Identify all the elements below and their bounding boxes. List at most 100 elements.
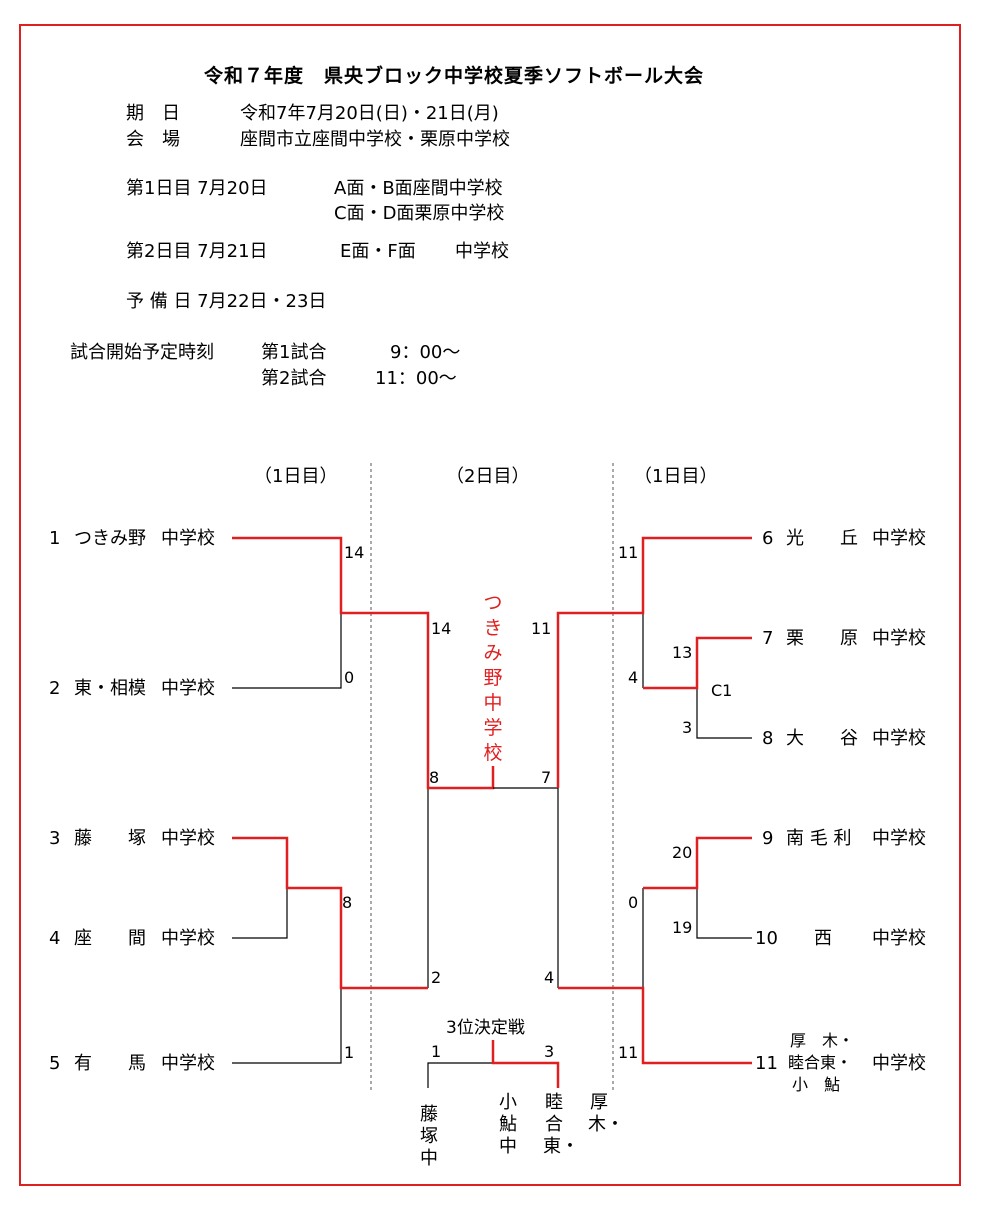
team-5-no: 5 (49, 1053, 61, 1074)
team-8-suffix: 中学校 (872, 728, 926, 749)
score-left-final: 8 (429, 768, 440, 787)
column-left-day1: （1日目） (254, 466, 338, 487)
start-time-label: 試合開始予定時刻 (70, 342, 214, 363)
score-right-team7: 13 (672, 643, 693, 662)
line-team5 (232, 988, 342, 1064)
score-right-r2-lower: 4 (628, 668, 639, 687)
score-right-team6: 11 (618, 543, 639, 562)
champion-name: つきみ野中学校 (483, 592, 503, 764)
score-right-team10: 19 (672, 918, 693, 937)
team-2-name: 東・相模 (74, 678, 146, 699)
game2-time: 11：00～ (375, 368, 457, 389)
team-11-name-2: 睦合東・ (788, 1053, 853, 1072)
third-place-team-mutsuaihigashi: 睦合東・ (543, 1092, 579, 1157)
path-team1 (232, 536, 495, 790)
score-left-r1-team2: 0 (344, 668, 355, 687)
score-right-r2-team9: 0 (628, 893, 639, 912)
column-right-day1: （1日目） (634, 466, 718, 487)
score-left-semi-top: 14 (431, 619, 452, 638)
right-lines (493, 613, 752, 988)
team-10-suffix: 中学校 (872, 928, 926, 949)
third-place-team-koayu: 小鮎中 (499, 1092, 517, 1157)
score-left-r2-team5: 1 (344, 1043, 355, 1062)
line-team2 (232, 613, 342, 689)
team-2-suffix: 中学校 (161, 678, 215, 699)
date-label: 期 日 (126, 103, 180, 124)
game2-label: 第2試合 (261, 368, 327, 389)
team-2-no: 2 (49, 678, 61, 699)
third-place-score-left: 1 (431, 1042, 442, 1061)
score-right-semi-bottom: 4 (544, 968, 555, 987)
team-1-no: 1 (49, 528, 61, 549)
team-5-name: 有 馬 (74, 1053, 146, 1074)
venue-label: 会 場 (126, 129, 180, 150)
game1-time: 9：00～ (390, 342, 461, 363)
score-right-semi-top: 11 (531, 619, 552, 638)
page-frame (19, 24, 961, 1186)
score-right-team9: 20 (672, 843, 693, 862)
team-10-name: 西 (814, 928, 832, 949)
team-3-no: 3 (49, 828, 61, 849)
score-right-final: 7 (541, 768, 552, 787)
score-left-semi-bottom: 2 (431, 968, 442, 987)
line-team4 (232, 888, 288, 939)
team-11-name-1: 厚 木・ (790, 1031, 855, 1050)
team-6-suffix: 中学校 (872, 528, 926, 549)
team-11-name-3: 小 鮎 (792, 1075, 841, 1094)
path-team7 (643, 636, 752, 690)
team-11-no: 11 (755, 1053, 778, 1074)
team-4-suffix: 中学校 (161, 928, 215, 949)
team-7-suffix: 中学校 (872, 628, 926, 649)
team-8-no: 8 (762, 728, 774, 749)
team-7-name: 栗 原 (786, 628, 858, 649)
third-place-title: 3位決定戦 (446, 1018, 525, 1038)
right-winner-lines (556, 536, 752, 1065)
day1-label: 第1日目 7月20日 (126, 178, 268, 199)
team-9-suffix: 中学校 (872, 828, 926, 849)
day1-courts-2: C面・D面栗原中学校 (334, 203, 505, 224)
third-place-score-right: 3 (544, 1042, 555, 1061)
venue-value: 座間市立座間中学校・栗原中学校 (240, 129, 510, 150)
line-team10 (696, 888, 752, 939)
third-line-left (427, 1062, 493, 1088)
team-6-no: 6 (762, 528, 774, 549)
score-left-r1-team1: 14 (344, 543, 365, 562)
team-1-suffix: 中学校 (161, 528, 215, 549)
path-team11 (558, 986, 752, 1065)
team-9-name: 南 毛 利 (786, 828, 852, 849)
team-6-name: 光 丘 (786, 528, 858, 549)
team-10-no: 10 (755, 928, 778, 949)
third-place-team-atsugi: 厚木・ (588, 1092, 624, 1135)
team-11-suffix: 中学校 (872, 1053, 926, 1074)
third-place-team-fujitsuka: 藤塚中 (420, 1104, 438, 1169)
reserve-day: 予 備 日 7月22日・23日 (126, 291, 327, 312)
third-line-winner (491, 1040, 560, 1088)
team-5-suffix: 中学校 (161, 1053, 215, 1074)
team-8-name: 大 谷 (786, 728, 858, 749)
team-3-suffix: 中学校 (161, 828, 215, 849)
score-right-team8: 3 (682, 718, 693, 737)
path-team3 (232, 836, 428, 990)
team-4-name: 座 間 (74, 928, 146, 949)
day2-label: 第2日目 7月21日 (126, 241, 268, 262)
day2-courts: E面・F面 (340, 241, 416, 262)
column-center-day2: （2日目） (446, 466, 530, 487)
team-1-name: つきみ野 (74, 528, 146, 549)
line-team8 (696, 688, 752, 739)
day2-school: 中学校 (455, 241, 509, 262)
court-label: C1 (711, 681, 733, 700)
page-title: 令和７年度 県央ブロック中学校夏季ソフトボール大会 (204, 65, 705, 87)
team-9-no: 9 (762, 828, 774, 849)
path-team9 (643, 836, 752, 890)
team-4-no: 4 (49, 928, 61, 949)
score-left-r2-team3: 8 (342, 893, 353, 912)
score-right-team11: 11 (618, 1043, 639, 1062)
team-7-no: 7 (762, 628, 774, 649)
date-value: 令和7年7月20日(日)・21日(月) (240, 103, 499, 124)
game1-label: 第1試合 (261, 342, 327, 363)
left-lines (232, 613, 429, 1064)
day1-courts-1: A面・B面座間中学校 (334, 178, 503, 199)
left-winner-lines (232, 536, 495, 990)
path-team6 (556, 536, 752, 788)
